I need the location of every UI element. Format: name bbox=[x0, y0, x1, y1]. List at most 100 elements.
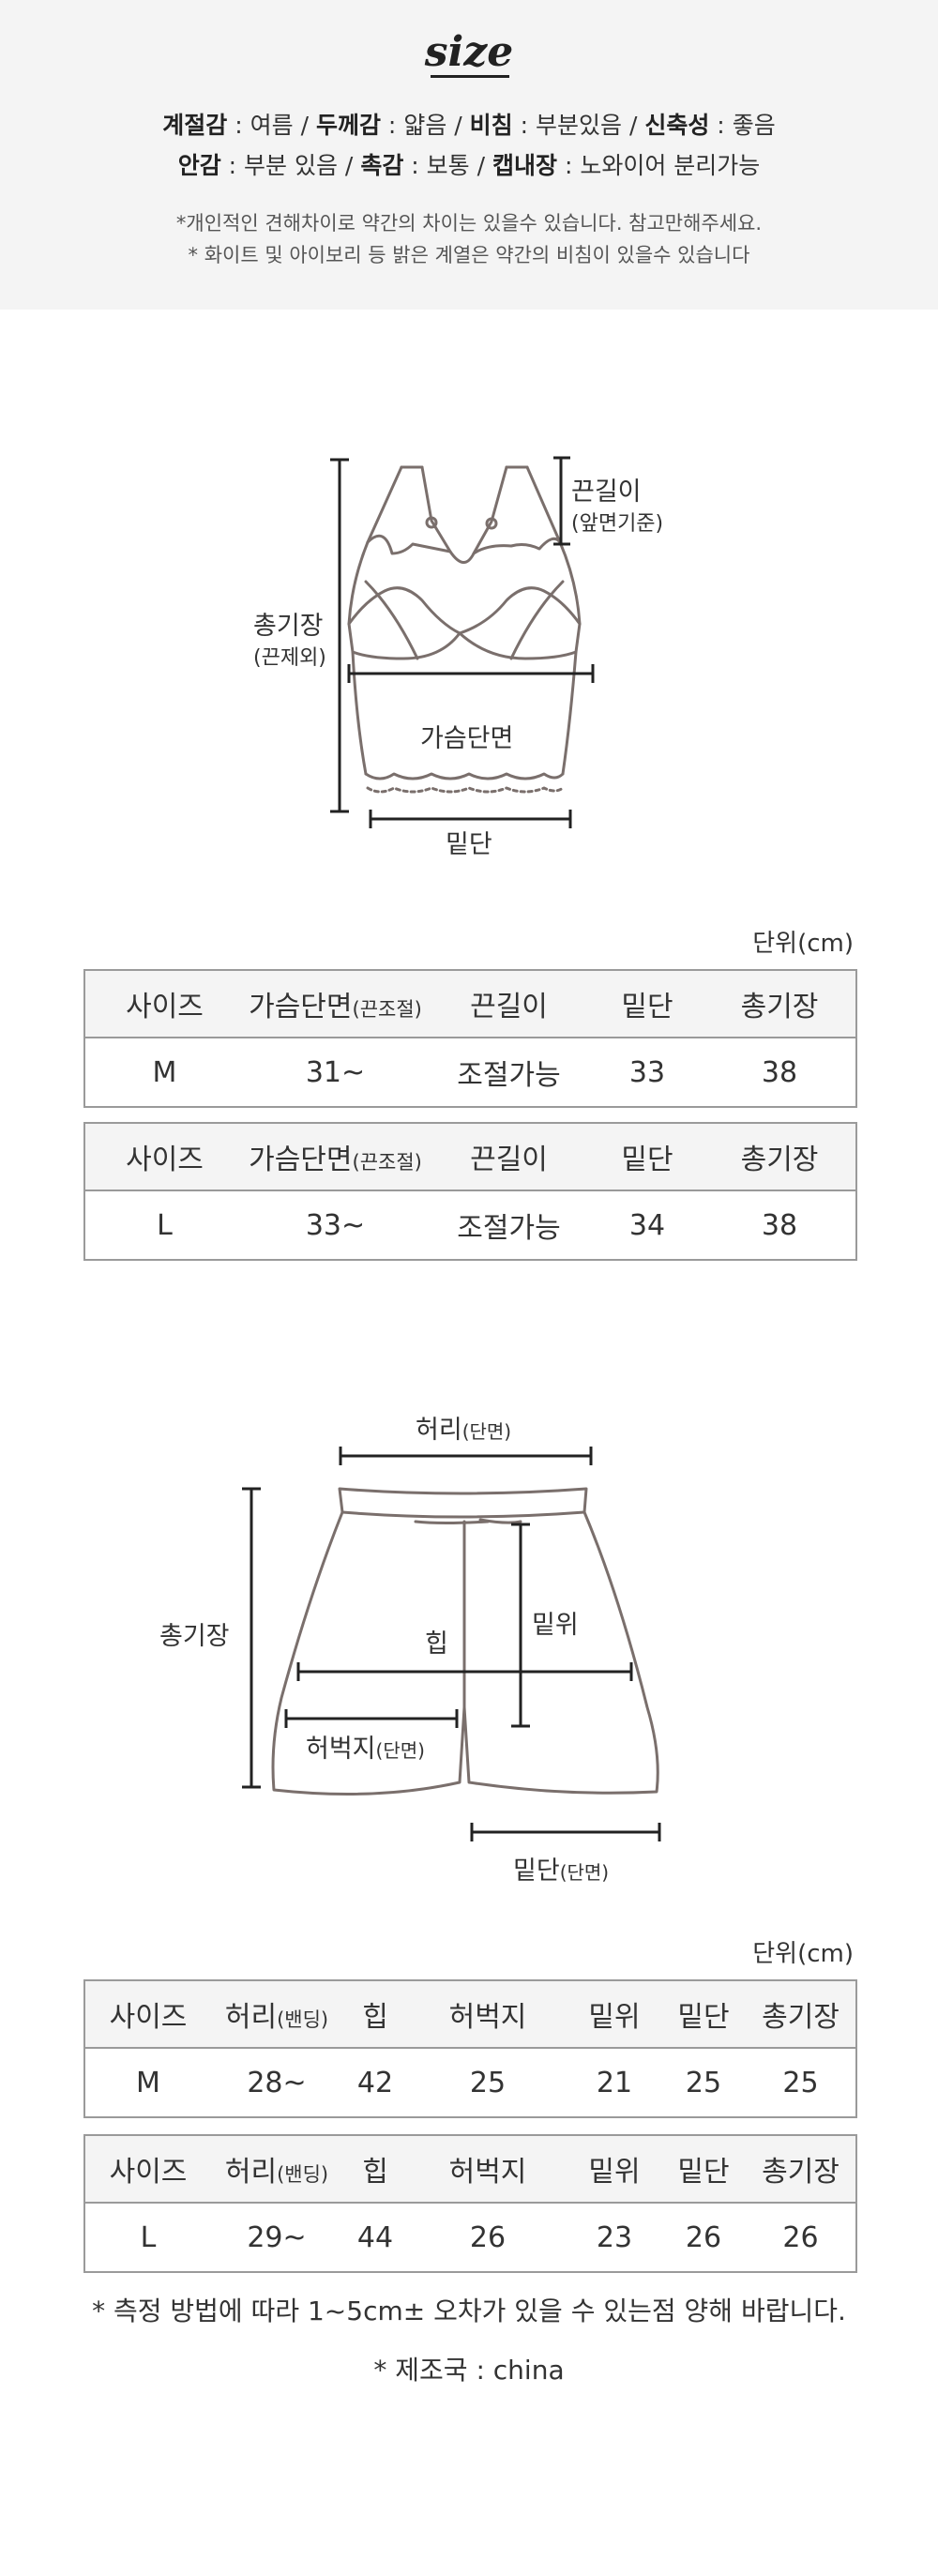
header-cell: 사이즈 bbox=[84, 1980, 211, 2048]
header-cell: 밑위 bbox=[567, 2135, 661, 2203]
header-cell: 밑위 bbox=[567, 1980, 661, 2048]
header-cell: 끈길이 bbox=[427, 1123, 591, 1190]
feature-value: 여름 bbox=[250, 112, 294, 139]
header-cell: 총기장 bbox=[704, 970, 856, 1038]
feature-value: 얇음 bbox=[403, 112, 447, 139]
header-cell: 총기장 bbox=[746, 1980, 856, 2048]
header-cell: 밑단 bbox=[661, 2135, 746, 2203]
table-row: M 31~ 조절가능 33 38 bbox=[84, 1038, 856, 1107]
note-line-1: *개인적인 견해차이로 약간의 차이는 있을수 있습니다. 참고만해주세요. bbox=[175, 212, 763, 235]
feature-key: 비침 bbox=[469, 112, 513, 139]
note-line-2: * 화이트 및 아이보리 등 밝은 계열은 약간의 비침이 있을수 있습니다 bbox=[188, 244, 750, 266]
feature-key: 촉감 bbox=[360, 152, 404, 179]
table-cell: M bbox=[136, 2066, 160, 2099]
feature-value: 부분 있음 bbox=[244, 152, 338, 179]
feature-value: 좋음 bbox=[732, 112, 776, 139]
feature-key: 캡내장 bbox=[492, 152, 558, 179]
table-cell: 조절가능 bbox=[457, 1212, 561, 1245]
table-row: L 29~ 44 26 23 26 26 bbox=[84, 2203, 856, 2272]
header-cell: 허벅지 bbox=[408, 2135, 567, 2203]
table-cell: 33~ bbox=[305, 1208, 366, 1242]
feature-line-2: 안감 : 부분 있음 / 촉감 : 보통 / 캡내장 : 노와이어 분리가능 bbox=[177, 152, 761, 179]
title-underline bbox=[431, 75, 509, 78]
feature-key: 계절감 bbox=[162, 112, 228, 139]
table-row: L 33~ 조절가능 34 38 bbox=[84, 1190, 856, 1260]
strap-length-label: 끈길이 bbox=[571, 477, 642, 507]
header-cell: 가슴단면(끈조절) bbox=[244, 1123, 427, 1190]
header-subtext: (밴딩) bbox=[277, 2008, 329, 2031]
waist-subtext: (단면) bbox=[461, 1420, 512, 1443]
top-size-table-m: 사이즈 가슴단면(끈조절) 끈길이 밑단 총기장 M 31~ 조절가능 33 3… bbox=[83, 969, 857, 1108]
shorts-length-label: 총기장 bbox=[159, 1622, 230, 1651]
table-cell: 28~ bbox=[247, 2066, 307, 2099]
header-text: 가슴단면 bbox=[249, 1144, 353, 1176]
table-cell: 23 bbox=[596, 2220, 633, 2254]
table-header-row: 사이즈 가슴단면(끈조절) 끈길이 밑단 총기장 bbox=[84, 970, 856, 1038]
header-cell: 허벅지 bbox=[408, 1980, 567, 2048]
table-row: M 28~ 42 25 21 25 25 bbox=[84, 2048, 856, 2117]
bottom-unit-label: 단위(cm) bbox=[752, 1940, 854, 1968]
header-text: 허리 bbox=[224, 2156, 278, 2189]
header-cell: 허리(밴딩) bbox=[211, 1980, 342, 2048]
header-cell: 힙 bbox=[342, 2135, 408, 2203]
table-cell: 25 bbox=[685, 2066, 722, 2099]
hip-label: 힙 bbox=[425, 1629, 448, 1659]
header-cell: 사이즈 bbox=[84, 970, 244, 1038]
header-cell: 총기장 bbox=[746, 2135, 856, 2203]
feature-key: 신축성 bbox=[644, 112, 710, 139]
table-cell: 31~ bbox=[305, 1055, 366, 1089]
table-cell: 조절가능 bbox=[457, 1059, 561, 1092]
header-cell: 사이즈 bbox=[84, 2135, 211, 2203]
table-cell: 44 bbox=[356, 2220, 394, 2254]
header-cell: 끈길이 bbox=[427, 970, 591, 1038]
header-subtext: (밴딩) bbox=[277, 2163, 329, 2186]
feature-key: 안감 bbox=[177, 152, 221, 179]
table-cell: 38 bbox=[761, 1208, 798, 1242]
table-cell: L bbox=[157, 1208, 173, 1242]
hem-label: 밑단 bbox=[446, 830, 492, 859]
table-cell: 26 bbox=[469, 2220, 507, 2254]
hem-subtext: (단면) bbox=[559, 1861, 610, 1884]
header-cell: 밑단 bbox=[661, 1980, 746, 2048]
table-header-row: 사이즈 허리(밴딩) 힙 허벅지 밑위 밑단 총기장 bbox=[84, 2135, 856, 2203]
total-length-label: 총기장 bbox=[253, 612, 324, 641]
header-text: 가슴단면 bbox=[249, 991, 353, 1023]
table-cell: 33 bbox=[628, 1055, 666, 1089]
strap-length-sublabel: (앞면기준) bbox=[571, 512, 664, 536]
top-unit-label: 단위(cm) bbox=[752, 930, 854, 958]
table-header-row: 사이즈 가슴단면(끈조절) 끈길이 밑단 총기장 bbox=[84, 1123, 856, 1190]
header-subtext: (끈조절) bbox=[352, 1151, 422, 1174]
table-cell: 21 bbox=[596, 2066, 633, 2099]
header-cell: 사이즈 bbox=[84, 1123, 244, 1190]
top-diagram bbox=[330, 456, 595, 828]
feature-key: 두께감 bbox=[315, 112, 381, 139]
table-cell: 34 bbox=[628, 1208, 666, 1242]
table-header-row: 사이즈 허리(밴딩) 힙 허벅지 밑위 밑단 총기장 bbox=[84, 1980, 856, 2048]
header-text: 허리 bbox=[224, 2001, 278, 2034]
header-cell: 힙 bbox=[342, 1980, 408, 2048]
rise-label: 밑위 bbox=[532, 1611, 579, 1640]
table-cell: L bbox=[140, 2220, 157, 2254]
hem-text: 밑단 bbox=[513, 1856, 560, 1886]
table-cell: M bbox=[152, 1055, 177, 1089]
header-cell: 밑단 bbox=[591, 1123, 704, 1190]
thigh-text: 허벅지 bbox=[306, 1735, 376, 1764]
table-cell: 42 bbox=[356, 2066, 394, 2099]
waist-label: 허리(단면) bbox=[416, 1409, 511, 1446]
measurement-note: * 측정 방법에 따라 1~5cm± 오차가 있을 수 있는점 양해 바랍니다. bbox=[92, 2296, 846, 2326]
header-cell: 총기장 bbox=[704, 1123, 856, 1190]
total-length-sublabel: (끈제외) bbox=[253, 646, 326, 670]
bottom-size-table-l: 사이즈 허리(밴딩) 힙 허벅지 밑위 밑단 총기장 L 29~ 44 26 2… bbox=[83, 2134, 857, 2273]
table-cell: 38 bbox=[761, 1055, 798, 1089]
bottom-diagram bbox=[242, 1447, 661, 1841]
table-cell: 25 bbox=[782, 2066, 819, 2099]
thigh-label: 허벅지(단면) bbox=[306, 1728, 425, 1765]
header-cell: 허리(밴딩) bbox=[211, 2135, 342, 2203]
top-size-table-l: 사이즈 가슴단면(끈조절) 끈길이 밑단 총기장 L 33~ 조절가능 34 3… bbox=[83, 1122, 857, 1261]
feature-value: 부분있음 bbox=[536, 112, 623, 139]
shorts-hem-label: 밑단(단면) bbox=[513, 1850, 609, 1887]
feature-value: 보통 bbox=[426, 152, 470, 179]
header-cell: 밑단 bbox=[591, 970, 704, 1038]
table-cell: 29~ bbox=[247, 2220, 307, 2254]
header-subtext: (끈조절) bbox=[352, 998, 422, 1021]
